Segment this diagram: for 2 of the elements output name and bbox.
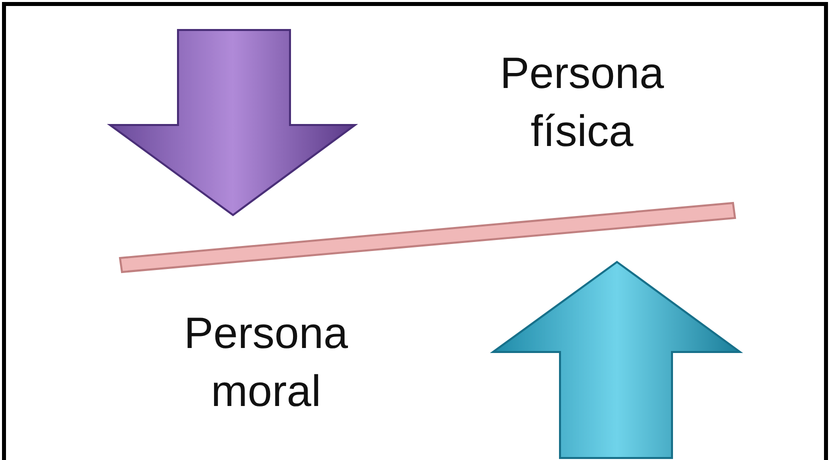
text-label: Persona moral — [183, 308, 349, 418]
text-label: Persona física — [499, 48, 665, 158]
